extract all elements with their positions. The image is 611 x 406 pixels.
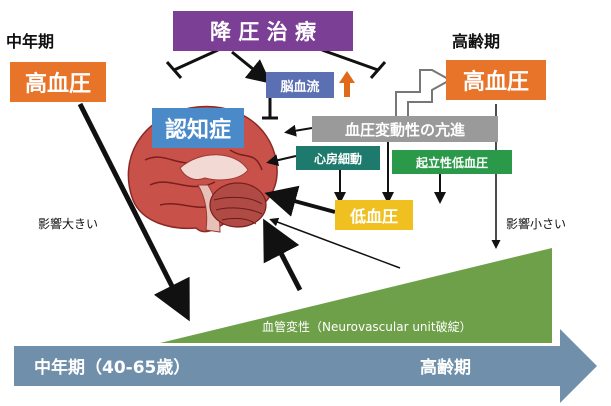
timeline-start-label: 中年期（40-65歳） [34,358,191,378]
vascular-degeneration-wedge [160,248,552,343]
treatment-to-blood-flow-arrow [231,50,271,84]
bp-variability-box: 血圧変動性の亢進 [312,116,498,142]
wedge-to-brain-arrow-2 [269,217,401,269]
hypotension-box: 低血圧 [335,200,413,230]
cerebral-blood-flow-box: 脳血流 [266,72,334,98]
orthostatic-hypotension-box: 起立性低血圧 [392,150,512,174]
vascular-degeneration-label: 血管変性（Neurovascular unit破綻） [262,320,472,334]
timeline-end-label: 高齢期 [420,358,471,378]
dementia-box: 認知症 [152,108,244,148]
hypertension-old-box: 高血圧 [446,60,546,100]
influence-small-label: 影響小さい [506,217,567,231]
elderly-label: 高齢期 [452,32,501,51]
middle-age-label: 中年期 [6,32,55,51]
wedge-to-brain-arrow-1 [263,218,303,292]
influence-large-label: 影響大きい [38,217,99,231]
hypertension-mid-box: 高血圧 [10,62,106,102]
up-arrow-icon [339,71,355,97]
atrial-fibrillation-box: 心房細動 [296,146,380,170]
treatment-to-hypertension-mid-inhibit [173,48,219,72]
antihypertensive-treatment-box: 降 圧 治 療 [173,11,353,51]
timeline-arrow [14,329,597,403]
treatment-to-hypertension-old-inhibit [321,48,379,72]
double-outline-arrow [395,69,453,119]
mid-hypertension-arrow [77,102,190,322]
